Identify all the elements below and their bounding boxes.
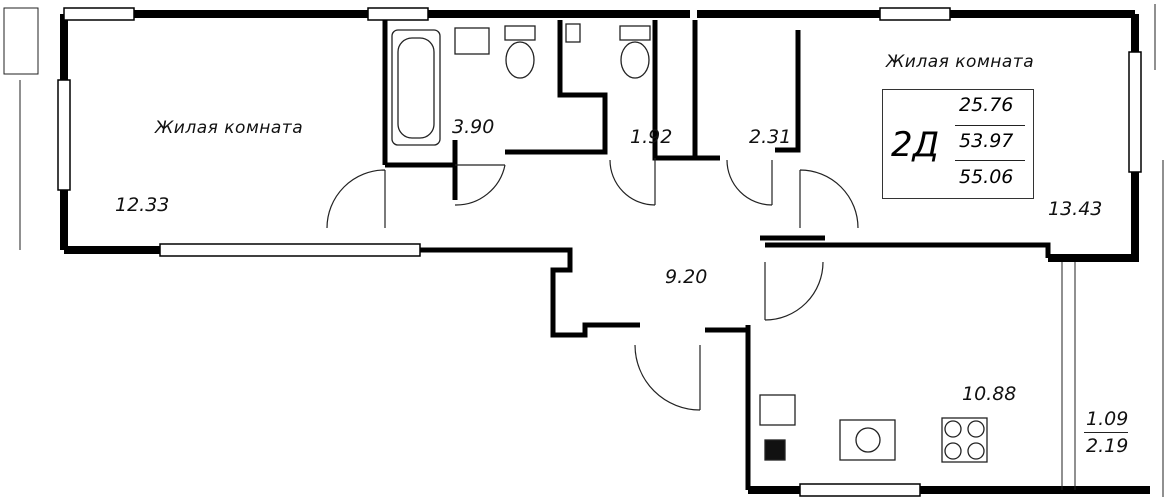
balcony-area-reduced: 2.19	[1086, 435, 1129, 457]
window-top-3	[879, 7, 951, 21]
room-area-wc-left: 1.92	[630, 126, 673, 148]
window-top-2	[367, 7, 429, 21]
bathtub-inner	[397, 37, 435, 139]
window-top-1	[63, 7, 135, 21]
room-area-kitchen: 10.88	[962, 383, 1017, 405]
wall-living-bottom	[420, 247, 640, 338]
room-area-living-right: 13.43	[1048, 198, 1103, 220]
room-area-bathroom: 3.90	[452, 116, 495, 138]
kitchen-sink	[839, 419, 896, 461]
wall-wc-left	[505, 20, 608, 155]
room-name-living-left: Жилая комната	[155, 118, 304, 138]
left-panel	[3, 7, 39, 75]
door-entrance	[634, 344, 701, 411]
badge-rule-2	[955, 160, 1025, 161]
windows	[57, 7, 1142, 497]
sink-small	[565, 23, 581, 43]
toilet-right-tank	[619, 25, 651, 41]
door-living-left	[326, 169, 386, 229]
window-bottom-2	[799, 483, 921, 497]
wall-right-mid	[1048, 172, 1139, 262]
bathtub	[391, 29, 441, 146]
stove-burner-1	[944, 420, 962, 438]
kitchen-sink-bowl	[855, 427, 881, 453]
toilet-left	[505, 41, 535, 79]
stove-burner-3	[944, 442, 962, 460]
door-wc-right	[726, 159, 773, 206]
stove	[941, 417, 988, 463]
room-name-living-right: Жилая комната	[886, 52, 1035, 72]
doors	[326, 158, 859, 411]
area-summary-badge: 2Д 25.76 53.97 55.06	[882, 89, 1034, 199]
apartment-code: 2Д	[891, 125, 940, 165]
door-bath	[454, 164, 506, 206]
sink-bath	[454, 27, 490, 55]
door-wc-left	[609, 158, 656, 206]
badge-rule-1	[955, 125, 1025, 126]
door-kitchen	[764, 261, 824, 321]
door-living-right	[799, 169, 859, 229]
wall-wc-right	[775, 30, 801, 153]
total-area: 53.97	[959, 130, 1014, 152]
balcony-area: 1.09	[1086, 408, 1129, 430]
room-area-wc-right: 2.31	[749, 126, 792, 148]
fridge-cabinet	[759, 394, 796, 426]
living-area: 25.76	[959, 94, 1014, 116]
balcony-divider	[1084, 432, 1128, 433]
boiler	[764, 439, 786, 461]
wall-right-room-bottom	[765, 242, 1051, 258]
total-area-with-balcony: 55.06	[959, 166, 1014, 188]
window-left	[57, 79, 71, 191]
room-area-hallway: 9.20	[665, 266, 708, 288]
toilet-right	[620, 41, 650, 79]
window-bottom-1	[159, 243, 421, 257]
window-right	[1128, 51, 1142, 173]
fixtures	[391, 23, 988, 463]
stove-burner-4	[967, 442, 985, 460]
room-area-living-left: 12.33	[115, 194, 170, 216]
facade-lines	[3, 4, 1164, 497]
stove-burner-2	[967, 420, 985, 438]
toilet-left-tank	[504, 25, 536, 41]
interior-walls	[382, 20, 1051, 490]
